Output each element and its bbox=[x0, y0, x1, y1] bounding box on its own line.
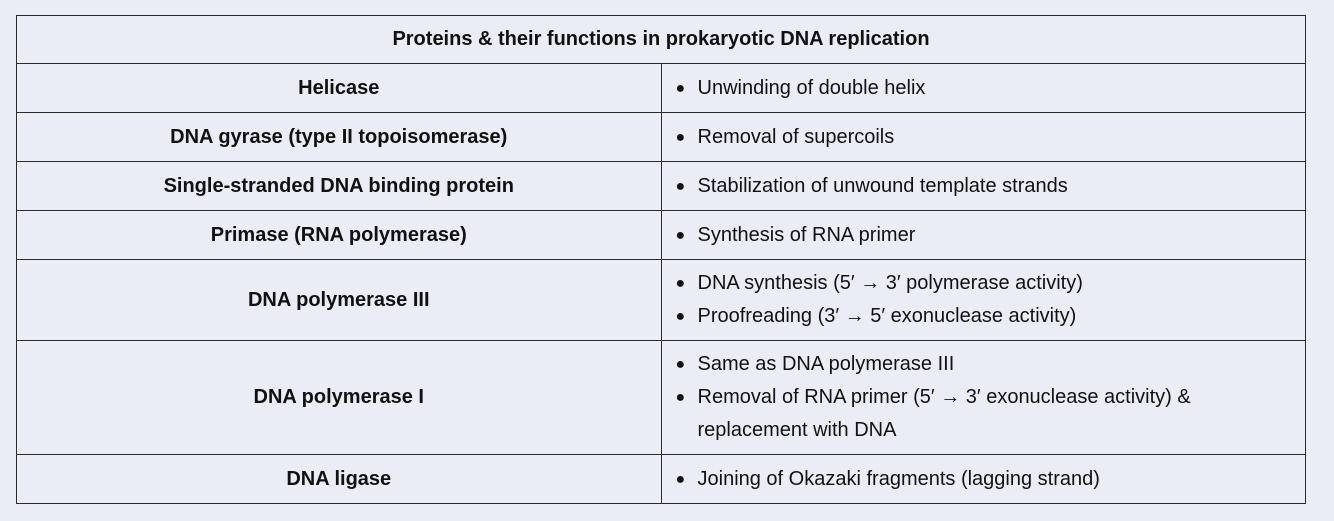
function-item: ● Same as DNA polymerase III bbox=[674, 348, 1294, 381]
bullet-icon: ● bbox=[675, 226, 686, 244]
table-row-dna-polymerase-iii: DNA polymerase III ● DNA synthesis (5′ → … bbox=[16, 259, 1306, 341]
function-text: Synthesis of RNA primer bbox=[697, 223, 916, 246]
function-list: ● Joining of Okazaki fragments (lagging s… bbox=[674, 463, 1294, 496]
function-cell: ● Unwinding of double helix bbox=[660, 63, 1306, 113]
function-item: ● Unwinding of double helix bbox=[674, 72, 1294, 105]
table-row-primase: Primase (RNA polymerase) ● Synthesis of R… bbox=[16, 210, 1306, 260]
function-text: Stabilization of unwound template strand… bbox=[697, 174, 1068, 197]
table-row-ssb-protein: Single-stranded DNA binding protein ● Sta… bbox=[16, 161, 1306, 211]
function-cell: ● Joining of Okazaki fragments (lagging s… bbox=[660, 454, 1306, 504]
bullet-icon: ● bbox=[675, 275, 686, 292]
function-item: ● Stabilization of unwound template stran… bbox=[674, 170, 1294, 203]
function-item: ● DNA synthesis (5′ → 3′ polymerase activ… bbox=[674, 267, 1294, 300]
protein-name: Helicase bbox=[16, 63, 662, 113]
bullet-icon: ● bbox=[675, 128, 686, 146]
function-text: Same as DNA polymerase III bbox=[697, 353, 955, 375]
table-row-dna-ligase: DNA ligase ● Joining of Okazaki fragments… bbox=[16, 454, 1306, 504]
bullet-icon: ● bbox=[675, 356, 686, 373]
function-item: ● Synthesis of RNA primer bbox=[674, 219, 1294, 252]
protein-function-table-container: Proteins & their functions in prokaryoti… bbox=[16, 15, 1306, 504]
function-text: Proofreading (3′ → 5′ exonuclease activi… bbox=[697, 305, 1077, 327]
table-row-dna-gyrase: DNA gyrase (type II topoisomerase) ● Remo… bbox=[16, 112, 1306, 162]
bullet-icon: ● bbox=[675, 308, 686, 325]
function-text: Removal of RNA primer (5′ → 3′ exonuclea… bbox=[697, 386, 1191, 441]
protein-function-table: Proteins & their functions in prokaryoti… bbox=[16, 15, 1306, 504]
protein-name: DNA polymerase III bbox=[16, 259, 662, 341]
function-list: ● Same as DNA polymerase III ● Removal of … bbox=[674, 348, 1294, 447]
bullet-icon: ● bbox=[675, 79, 686, 97]
function-list: ● Unwinding of double helix bbox=[674, 72, 1294, 105]
function-item: ● Joining of Okazaki fragments (lagging s… bbox=[674, 463, 1294, 496]
function-cell: ● Same as DNA polymerase III ● Removal of … bbox=[660, 340, 1306, 455]
protein-name: Single-stranded DNA binding protein bbox=[16, 161, 662, 211]
function-text: Removal of supercoils bbox=[697, 125, 895, 148]
protein-name: DNA polymerase I bbox=[16, 340, 662, 455]
function-list: ● DNA synthesis (5′ → 3′ polymerase activ… bbox=[674, 267, 1294, 333]
table-row-dna-polymerase-i: DNA polymerase I ● Same as DNA polymerase… bbox=[16, 340, 1306, 455]
bullet-icon: ● bbox=[675, 177, 686, 195]
function-text: DNA synthesis (5′ → 3′ polymerase activi… bbox=[697, 272, 1083, 294]
function-item: ● Removal of supercoils bbox=[674, 121, 1294, 154]
protein-name: Primase (RNA polymerase) bbox=[16, 210, 662, 260]
protein-name: DNA gyrase (type II topoisomerase) bbox=[16, 112, 662, 162]
bullet-icon: ● bbox=[675, 470, 686, 488]
function-list: ● Synthesis of RNA primer bbox=[674, 219, 1294, 252]
function-item: ● Removal of RNA primer (5′ → 3′ exonucle… bbox=[674, 381, 1294, 447]
table-row-helicase: Helicase ● Unwinding of double helix bbox=[16, 63, 1306, 113]
function-text: Joining of Okazaki fragments (lagging st… bbox=[697, 467, 1100, 490]
function-text: Unwinding of double helix bbox=[697, 76, 926, 99]
function-item: ● Proofreading (3′ → 5′ exonuclease activ… bbox=[674, 300, 1294, 333]
protein-name: DNA ligase bbox=[16, 454, 662, 504]
bullet-icon: ● bbox=[675, 389, 686, 406]
table-title: Proteins & their functions in prokaryoti… bbox=[16, 15, 1306, 64]
function-list: ● Stabilization of unwound template stran… bbox=[674, 170, 1294, 203]
function-cell: ● Removal of supercoils bbox=[660, 112, 1306, 162]
function-cell: ● DNA synthesis (5′ → 3′ polymerase activ… bbox=[660, 259, 1306, 341]
function-cell: ● Synthesis of RNA primer bbox=[660, 210, 1306, 260]
function-cell: ● Stabilization of unwound template stran… bbox=[660, 161, 1306, 211]
function-list: ● Removal of supercoils bbox=[674, 121, 1294, 154]
